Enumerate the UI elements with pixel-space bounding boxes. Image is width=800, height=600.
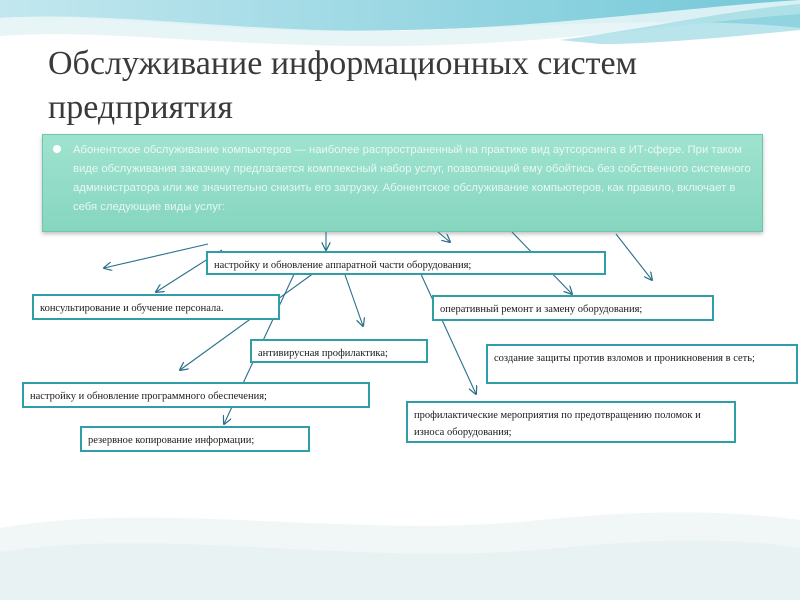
service-antivirus: антивирусная профилактика; — [250, 339, 428, 363]
arrow-to-prevention — [419, 271, 476, 394]
intro-text: Абонентское обслуживание компьютеров — н… — [73, 144, 751, 213]
arrow-to-antivirus — [343, 271, 363, 326]
service-repair: оперативный ремонт и замену оборудования… — [432, 295, 714, 321]
service-network-protection: создание защиты против взломов и проникн… — [486, 344, 798, 384]
service-prevention: профилактические мероприятия по предотвр… — [406, 401, 736, 443]
service-backup: резервное копирование информации; — [80, 426, 310, 452]
bullet-icon — [53, 145, 61, 153]
intro-text-box: Абонентское обслуживание компьютеров — н… — [42, 134, 763, 232]
arrow-to-software-setup — [180, 269, 319, 370]
service-consulting: консультирование и обучение персонала. — [32, 294, 280, 320]
slide-title: Обслуживание информационных систем предп… — [48, 45, 638, 126]
arrow-to-right-edge — [615, 233, 652, 280]
arrow-short-top — [437, 231, 450, 242]
service-software-setup: настройку и обновление программного обес… — [22, 382, 370, 408]
service-hardware-setup: настройку и обновление аппаратной части … — [206, 251, 606, 275]
arrow-to-left-edge — [104, 243, 209, 268]
